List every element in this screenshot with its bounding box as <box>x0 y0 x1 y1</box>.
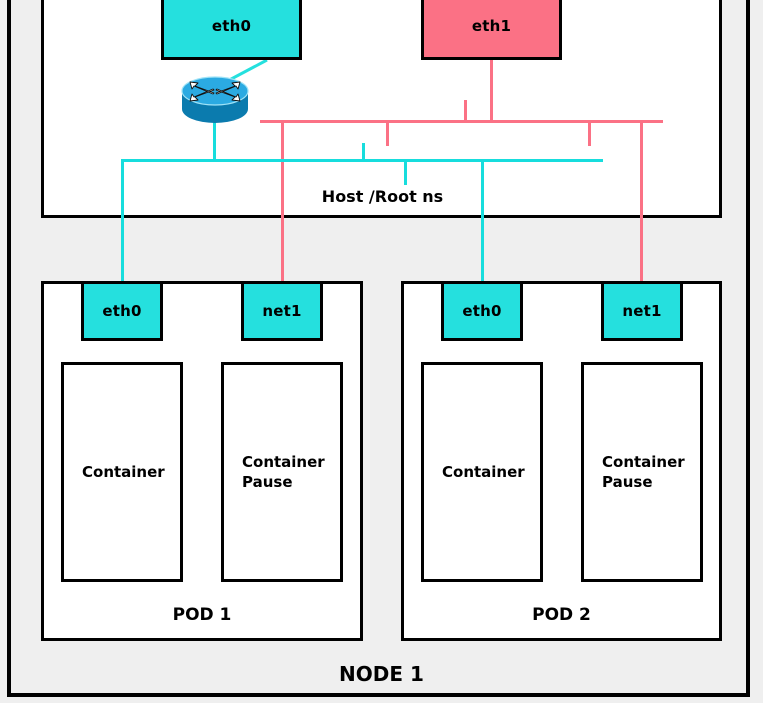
pod-2-label: POD 2 <box>532 605 591 625</box>
router-icon <box>181 76 249 123</box>
pod-2-interface-net1-label: net1 <box>622 302 662 320</box>
pod-1-interface-net1-label: net1 <box>262 302 302 320</box>
wire-pink-stub-c <box>588 120 591 146</box>
wire-cyan-to-pod1-eth0 <box>121 159 124 281</box>
pod-1-container-pause-label: Container Pause <box>242 453 325 491</box>
host-root-ns-label: Host /Root ns <box>321 187 444 206</box>
pod-1-interface-eth0[interactable]: eth0 <box>81 281 163 341</box>
pod-2-interface-eth0-label: eth0 <box>462 302 502 320</box>
node-label: NODE 1 <box>339 662 424 686</box>
wire-pink-to-pod2-net1 <box>640 120 643 281</box>
wire-cyan-stub-b <box>404 159 407 185</box>
host-root-ns-box <box>41 0 722 218</box>
pod-1-container-app-label: Container <box>82 463 165 481</box>
pod-2-interface-eth0[interactable]: eth0 <box>441 281 523 341</box>
pod-1-container-pause[interactable]: Container Pause <box>221 362 343 582</box>
pod-2-interface-net1[interactable]: net1 <box>601 281 683 341</box>
host-interface-eth0-label: eth0 <box>211 17 252 35</box>
wire-pink-stub-b <box>386 120 389 146</box>
host-interface-eth1-label: eth1 <box>471 17 512 35</box>
pod-1-label: POD 1 <box>172 605 232 625</box>
pod-2-container-pause[interactable]: Container Pause <box>581 362 703 582</box>
host-interface-eth0[interactable]: eth0 <box>161 0 302 60</box>
wire-cyan-to-pod2-eth0 <box>481 159 484 281</box>
pod-1-container-app[interactable]: Container <box>61 362 183 582</box>
pod-2-container-app-label: Container <box>442 463 525 481</box>
pod-2-container-app[interactable]: Container <box>421 362 543 582</box>
wire-pink-bridge-bus <box>260 120 663 123</box>
wire-pink-stub-a <box>464 100 467 123</box>
host-interface-eth1[interactable]: eth1 <box>421 0 562 60</box>
wire-eth1-drop <box>490 60 493 123</box>
pod-2-container-pause-label: Container Pause <box>602 453 685 491</box>
pod-1-interface-eth0-label: eth0 <box>102 302 142 320</box>
pod-1-interface-net1[interactable]: net1 <box>241 281 323 341</box>
wire-cyan-stub-a <box>362 143 365 162</box>
